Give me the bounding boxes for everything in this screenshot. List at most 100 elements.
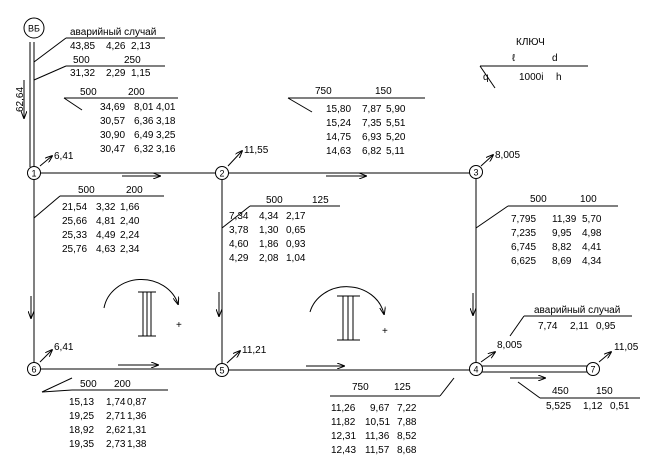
vb1-h: 1,15: [131, 68, 151, 79]
p47-h: 0,51: [610, 401, 630, 412]
value-cell: 8,52: [397, 431, 417, 442]
pipe-4-7-labels: 450 150 5,525 1,12 0,51: [517, 381, 640, 412]
node-4: [469, 362, 483, 376]
node-5-demand: 11,21: [242, 345, 267, 356]
node-5-label: 5: [219, 365, 224, 375]
value-cell: 2,17: [286, 211, 306, 222]
value-cell: 14,63: [326, 146, 351, 157]
pipe-1-6-labels: 500 200: [33, 185, 164, 219]
node-3-label: 3: [473, 167, 478, 177]
p47-emergency-h: 0,95: [596, 321, 616, 332]
value-cell: 11,39: [552, 214, 577, 225]
value-cell: 4,63: [96, 244, 116, 255]
demand-arrow-1: [39, 156, 52, 167]
value-cell: 15,13: [69, 397, 94, 408]
key-flow-symbol: q: [483, 72, 489, 83]
key-length-symbol: ℓ: [512, 53, 516, 64]
pipe-5-4-labels: 750 125: [330, 377, 455, 397]
value-cell: 7,35: [362, 118, 382, 129]
value-cell: 4,81: [96, 216, 116, 227]
value-cell: 1,36: [127, 411, 147, 422]
node-6: [27, 362, 41, 376]
value-cell: 6,32: [134, 144, 154, 155]
value-cell: 1,04: [286, 253, 306, 264]
value-cell: 19,35: [69, 439, 94, 450]
p16-length: 500: [78, 185, 95, 196]
p34-diameter: 100: [580, 194, 597, 205]
value-cell: 8,68: [397, 445, 417, 456]
node-5: [215, 363, 229, 377]
ring-2-sign: +: [382, 326, 388, 337]
value-cell: 4,60: [229, 239, 249, 250]
pipe-3-4-labels: 500 100: [475, 194, 618, 229]
p16-diameter: 200: [126, 185, 143, 196]
value-cell: 30,90: [100, 130, 125, 141]
value-cell: 25,33: [62, 230, 87, 241]
value-cell: 6,36: [134, 116, 154, 127]
value-cell: 1,31: [127, 425, 147, 436]
value-cell: 30,47: [100, 144, 125, 155]
p65-length: 500: [80, 379, 97, 390]
node-2-demand: 11,55: [244, 145, 269, 156]
p25-length: 500: [266, 195, 283, 206]
value-cell: 4,29: [229, 253, 249, 264]
key-title: КЛЮЧ: [516, 37, 545, 48]
nodes: 1 2 3 4 5 6 7: [27, 165, 600, 377]
value-cell: 12,31: [331, 431, 356, 442]
value-cell: 1,30: [259, 225, 279, 236]
value-cell: 1,66: [120, 202, 140, 213]
value-cell: 7,795: [511, 214, 536, 225]
p12-length: 500: [80, 87, 97, 98]
vb-emergency-q: 43,85: [70, 41, 95, 52]
value-cell: 0,87: [127, 397, 147, 408]
value-cell: 5,51: [386, 118, 406, 129]
p47-diameter: 150: [596, 386, 613, 397]
value-cell: 2,62: [106, 425, 126, 436]
key-leader: [479, 65, 496, 89]
value-cell: 6,625: [511, 256, 536, 267]
value-cell: 2,08: [259, 253, 279, 264]
value-cell: 3,18: [156, 116, 176, 127]
demand-arrow-6: [39, 350, 52, 363]
demand-arrow-3: [480, 155, 493, 167]
value-cell: 5,20: [386, 132, 406, 143]
value-cell: 7,34: [229, 211, 249, 222]
key-slope-symbol: 1000i: [519, 72, 543, 83]
node-7-label: 7: [590, 364, 595, 374]
vb1-i: 2,29: [106, 68, 126, 79]
value-cell: 2,34: [120, 244, 140, 255]
value-cell: 25,76: [62, 244, 87, 255]
node-7: [586, 362, 600, 376]
value-cell: 11,82: [331, 417, 356, 428]
value-cell: 2,40: [120, 216, 140, 227]
node-4-label: 4: [473, 364, 478, 374]
source-node-vb: [23, 17, 45, 39]
value-cell: 3,25: [156, 130, 176, 141]
ring-2-marker: +: [309, 286, 388, 341]
node-3: [469, 165, 483, 179]
vb-emergency-label: аварийный случай: [70, 27, 156, 38]
value-cell: 11,26: [331, 403, 356, 414]
vb-emergency-i: 4,26: [106, 41, 126, 52]
value-cell: 5,70: [582, 214, 602, 225]
p47-length: 450: [552, 386, 569, 397]
value-cell: 6,93: [362, 132, 382, 143]
node-1: [27, 166, 41, 180]
value-cell: 25,66: [62, 216, 87, 227]
p47-emergency-label: аварийный случай: [534, 305, 620, 316]
p54-length: 750: [352, 382, 369, 393]
vb-emergency-h: 2,13: [131, 41, 151, 52]
value-cell: 9,67: [370, 403, 390, 414]
node-1-demand: 6,41: [54, 151, 74, 162]
flow-ticks: [31, 176, 545, 378]
value-cell: 4,49: [96, 230, 116, 241]
riser-length-label: 62,64: [15, 87, 26, 112]
demand-arrow-4: [480, 352, 495, 363]
value-cell: 7,22: [397, 403, 417, 414]
value-cell: 7,87: [362, 104, 382, 115]
